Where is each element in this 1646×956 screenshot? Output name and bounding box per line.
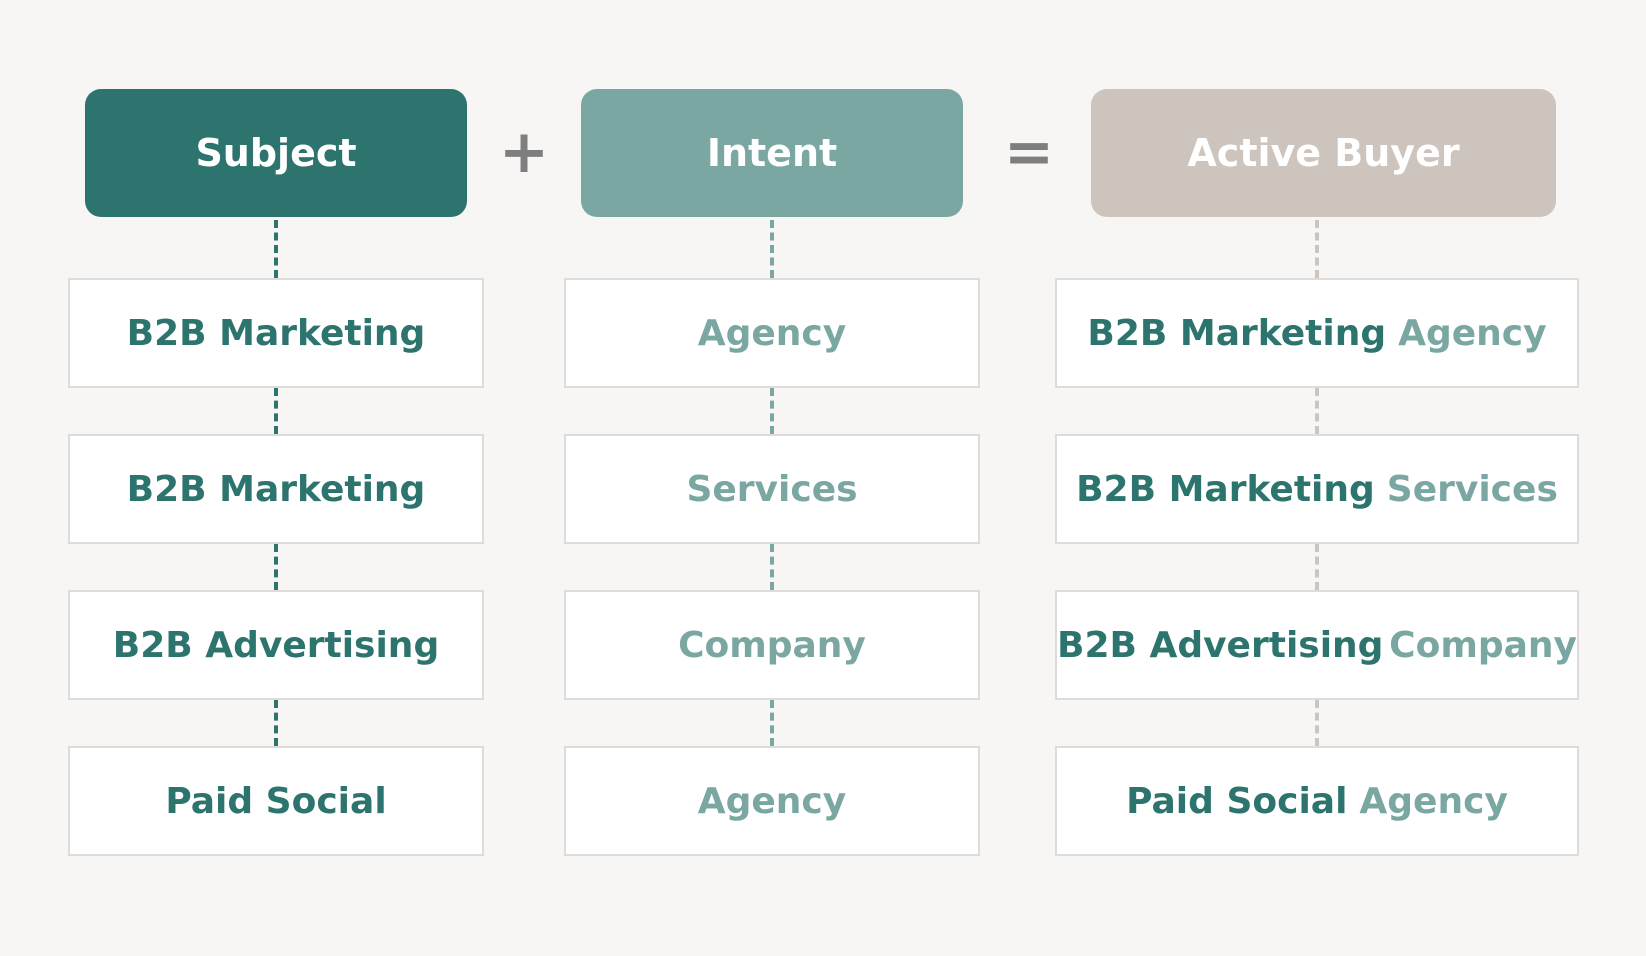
subject-connector (274, 700, 278, 746)
combo-subject-text: B2B Marketing (1087, 312, 1387, 354)
intent-connector (770, 544, 774, 590)
intent-connector (770, 220, 774, 278)
intent-card: Services (564, 434, 980, 544)
subject-card: Paid Social (68, 746, 484, 856)
combo-subject-text: B2B Marketing (1076, 468, 1375, 510)
result-connector (1315, 700, 1319, 746)
result-connector (1315, 388, 1319, 434)
intent-card: Agency (564, 278, 980, 388)
result-connector (1315, 220, 1319, 278)
intent-header: Intent (581, 89, 963, 217)
subject-header-label: Subject (195, 131, 357, 175)
intent-connector (770, 700, 774, 746)
intent-card: Agency (564, 746, 980, 856)
intent-card: Company (564, 590, 980, 700)
combo-subject-text: B2B Advertising (1057, 624, 1384, 666)
combo-subject-text: Paid Social (1126, 780, 1348, 822)
plus-operator: + (498, 117, 550, 187)
active-buyer-card: Paid Social Agency (1055, 746, 1579, 856)
combo-intent-text: Company (1389, 624, 1577, 666)
intent-header-label: Intent (706, 131, 838, 175)
active-buyer-card: B2B Marketing Services (1055, 434, 1579, 544)
combo-intent-text: Agency (1398, 312, 1547, 354)
active-buyer-header-label: Active Buyer (1187, 131, 1460, 175)
intent-connector (770, 388, 774, 434)
subject-connector (274, 388, 278, 434)
result-connector (1315, 544, 1319, 590)
active-buyer-card: B2B Marketing Agency (1055, 278, 1579, 388)
subject-card: B2B Marketing (68, 278, 484, 388)
subject-connector (274, 220, 278, 278)
subject-header: Subject (85, 89, 467, 217)
combo-intent-text: Services (1386, 468, 1558, 510)
subject-card: B2B Marketing (68, 434, 484, 544)
combo-intent-text: Agency (1359, 780, 1508, 822)
equals-operator: = (1003, 117, 1055, 187)
subject-connector (274, 544, 278, 590)
subject-card: B2B Advertising (68, 590, 484, 700)
active-buyer-header: Active Buyer (1091, 89, 1556, 217)
